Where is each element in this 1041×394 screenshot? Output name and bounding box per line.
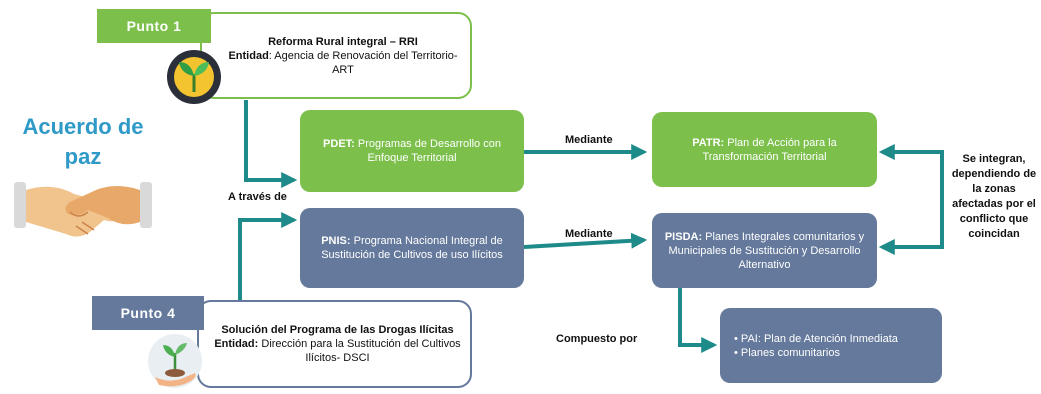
punto1-box: Reforma Rural integral – RRI Entidad: Ag… bbox=[200, 12, 472, 99]
punto4-tag: Punto 4 bbox=[92, 296, 204, 330]
plans-item-1-text: PAI: Plan de Atención Inmediata bbox=[740, 332, 898, 345]
punto4-title: Solución del Programa de las Drogas Ilíc… bbox=[221, 324, 454, 336]
pdet-abbr: PDET: bbox=[323, 138, 355, 150]
plans-box: • PAI: Plan de Atención Inmediata • Plan… bbox=[720, 308, 942, 383]
pnis-abbr: PNIS: bbox=[321, 235, 351, 247]
label-compuesto-por: Compuesto por bbox=[556, 333, 638, 345]
plans-item-1: • PAI: Plan de Atención Inmediata bbox=[734, 332, 898, 345]
page-title: Acuerdo de paz bbox=[8, 112, 158, 172]
connector-pisda-plans bbox=[678, 288, 718, 353]
punto1-tag: Punto 1 bbox=[97, 9, 211, 43]
patr-abbr: PATR: bbox=[692, 136, 725, 149]
label-mediante-2: Mediante bbox=[565, 228, 613, 240]
punto4-box: Solución del Programa de las Drogas Ilíc… bbox=[197, 300, 472, 388]
punto1-entity: Entidad: Agencia de Renovación del Terri… bbox=[222, 49, 464, 77]
punto1-entity-label: Entidad bbox=[228, 49, 269, 62]
patr-box: PATR: Plan de Acción para la Transformac… bbox=[652, 112, 877, 187]
label-se-integran: Se integran, dependiendo de la zonas afe… bbox=[951, 153, 1037, 240]
pdet-box: PDET: Programas de Desarrollo con Enfoqu… bbox=[300, 110, 524, 192]
plant-gear-icon bbox=[165, 48, 223, 106]
hand-plant-icon bbox=[147, 333, 203, 389]
punto4-entity-text: Dirección para la Sustitución del Cultiv… bbox=[258, 338, 461, 364]
punto4-entity: Entidad: Dirección para la Sustitución d… bbox=[211, 337, 464, 365]
punto4-entity-label: Entidad: bbox=[214, 338, 259, 350]
title-line-1: Acuerdo de bbox=[22, 114, 144, 139]
handshake-icon bbox=[12, 172, 154, 252]
label-a-traves-de: A través de bbox=[228, 191, 287, 203]
pdet-content: PDET: Programas de Desarrollo con Enfoqu… bbox=[312, 137, 512, 165]
pisda-abbr: PISDA: bbox=[664, 230, 703, 243]
pdet-text: Programas de Desarrollo con Enfoque Terr… bbox=[354, 138, 501, 164]
connector-integration-bracket bbox=[878, 144, 944, 255]
patr-text: Plan de Acción para la Transformación Te… bbox=[702, 136, 837, 163]
pnis-box: PNIS: Programa Nacional Integral de Sust… bbox=[300, 208, 524, 288]
pnis-content: PNIS: Programa Nacional Integral de Sust… bbox=[312, 234, 512, 262]
plans-item-2: • Planes comunitarios bbox=[734, 346, 840, 359]
pisda-content: PISDA: Planes Integrales comunitarios y … bbox=[664, 230, 865, 272]
connector-punto1-pdet bbox=[244, 100, 298, 188]
punto1-title: Reforma Rural integral – RRI bbox=[268, 35, 418, 48]
punto1-entity-text: : Agencia de Renovación del Territorio- … bbox=[268, 49, 458, 76]
pisda-box: PISDA: Planes Integrales comunitarios y … bbox=[652, 213, 877, 288]
pnis-text: Programa Nacional Integral de Sustitució… bbox=[321, 235, 503, 261]
patr-content: PATR: Plan de Acción para la Transformac… bbox=[664, 136, 865, 164]
connector-pnis-pisda bbox=[523, 232, 648, 249]
title-line-2: paz bbox=[64, 144, 102, 169]
connector-punto4-pnis bbox=[238, 212, 298, 300]
label-mediante-1: Mediante bbox=[565, 134, 613, 146]
plans-item-2-text: Planes comunitarios bbox=[740, 346, 840, 359]
pisda-text: Planes Integrales comunitarios y Municip… bbox=[668, 230, 865, 271]
